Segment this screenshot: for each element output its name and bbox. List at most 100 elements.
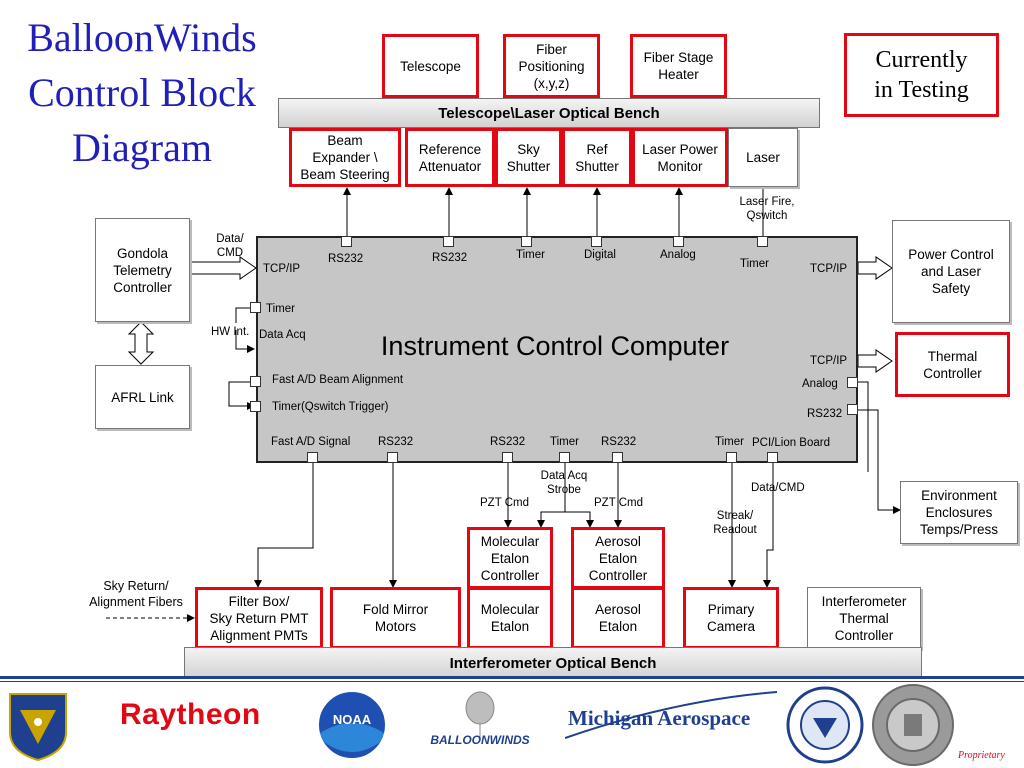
port-rs232-right xyxy=(847,404,858,415)
noaa-logo-icon: NOAA xyxy=(317,690,387,760)
label-timer-1: Timer xyxy=(516,249,545,261)
arrow-camera-data xyxy=(763,462,774,588)
label-timer-qswitch: Timer(Qswitch Trigger) xyxy=(272,401,389,413)
ref-shutter-box: Ref Shutter xyxy=(562,128,632,187)
port-digital xyxy=(591,236,602,247)
port-timer-b xyxy=(559,452,570,463)
gondola-telemetry-box: Gondola Telemetry Controller xyxy=(95,218,190,322)
reference-attenuator-box: Reference Attenuator xyxy=(405,128,495,187)
label-timer-b: Timer xyxy=(550,436,579,448)
port-rs232-b1 xyxy=(387,452,398,463)
port-timer-1 xyxy=(521,236,532,247)
beam-expander-box: Beam Expander \ Beam Steering xyxy=(289,128,401,187)
port-timer-2 xyxy=(757,236,768,247)
label-rs232-2: RS232 xyxy=(432,252,468,264)
line-hw-timer xyxy=(235,307,254,323)
port-fast-ad-beam xyxy=(250,376,261,387)
label-rs232-b2: RS232 xyxy=(490,436,526,448)
label-timer-2: Timer xyxy=(740,258,769,270)
environment-box: Environment Enclosures Temps/Press xyxy=(900,481,1018,544)
instrument-control-computer xyxy=(256,236,858,463)
port-rs232-2 xyxy=(443,236,454,247)
telescope-box: Telescope xyxy=(382,34,479,98)
testing-legend: Currently in Testing xyxy=(844,33,999,117)
afrl-link-box: AFRL Link xyxy=(95,365,190,429)
label-digital: Digital xyxy=(584,249,616,261)
port-rs232-b3 xyxy=(612,452,623,463)
data-acq-strobe-label: Data Acq Strobe xyxy=(540,470,588,496)
data-cmd-label: Data/ CMD xyxy=(216,233,244,259)
label-analog-top: Analog xyxy=(660,249,696,261)
thermal-tcpip-arrow xyxy=(857,349,893,373)
primary-camera-box: Primary Camera xyxy=(683,587,779,649)
laser-fire-label: Laser Fire, Qswitch xyxy=(739,196,795,222)
telescope-laser-bench: Telescope\Laser Optical Bench xyxy=(278,98,820,128)
diagram-title: BalloonWinds Control Block Diagram xyxy=(27,15,257,170)
balloonwinds-logo-icon: BALLOONWINDS xyxy=(430,691,530,747)
arrow-qswitch xyxy=(228,381,256,410)
port-rs232-b2 xyxy=(502,452,513,463)
molecular-etalon-controller-box: Molecular Etalon Controller xyxy=(467,527,553,589)
sky-return-label: Sky Return/ Alignment Fibers xyxy=(89,579,183,609)
arrow-filter-box xyxy=(254,462,314,588)
port-timer-left xyxy=(250,302,261,313)
arrow-strobe-right xyxy=(565,511,594,528)
power-tcpip-arrow xyxy=(857,256,893,280)
port-analog-top xyxy=(673,236,684,247)
thermal-controller-box: Thermal Controller xyxy=(895,332,1010,397)
label-fast-ad-beam: Fast A/D Beam Alignment xyxy=(272,374,404,386)
label-fast-ad-signal: Fast A/D Signal xyxy=(271,436,351,448)
port-analog-right xyxy=(847,377,858,388)
computer-title: Instrument Control Computer xyxy=(380,331,730,361)
power-control-box: Power Control and Laser Safety xyxy=(892,220,1010,323)
molecular-etalon-box: Molecular Etalon xyxy=(467,587,553,649)
port-pci-lion xyxy=(767,452,778,463)
port-rs232-1 xyxy=(341,236,352,247)
arrow-environment xyxy=(858,409,901,514)
label-rs232-b1: RS232 xyxy=(378,436,414,448)
interferometer-thermal-box: Interferometer Thermal Controller xyxy=(807,587,921,649)
raytheon-logo: Raytheon xyxy=(120,698,261,731)
noaa-logo-text: NOAA xyxy=(333,712,372,727)
laser-power-monitor-box: Laser Power Monitor xyxy=(632,128,728,187)
port-timer-b2 xyxy=(726,452,737,463)
arrow-strobe-left xyxy=(537,462,566,528)
label-rs232-1: RS232 xyxy=(328,253,364,265)
proprietary-label: Proprietary xyxy=(958,750,1005,761)
afrl-shield-icon xyxy=(9,693,67,762)
label-tcpip-right-mid: TCP/IP xyxy=(810,355,848,367)
label-timer-b2: Timer xyxy=(715,436,744,448)
arrow-hw-dataacq xyxy=(235,330,255,353)
label-rs232-b3: RS232 xyxy=(601,436,637,448)
streak-readout-label: Streak/ Readout xyxy=(713,510,757,536)
fiber-positioning-box: Fiber Positioning (x,y,z) xyxy=(503,34,600,98)
label-analog-right: Analog xyxy=(802,378,838,390)
balloonwinds-logo-text: BALLOONWINDS xyxy=(430,733,529,747)
label-rs232-right: RS232 xyxy=(807,408,843,420)
pzt-cmd-1-label: PZT Cmd xyxy=(480,497,529,509)
fold-mirror-box: Fold Mirror Motors xyxy=(330,587,461,649)
interferometer-bench: Interferometer Optical Bench xyxy=(184,647,922,679)
unh-seal-icon xyxy=(786,686,864,764)
gondola-afrl-link-arrow xyxy=(127,321,155,365)
hw-int-label: HW Int. xyxy=(211,326,250,338)
port-fast-ad-signal xyxy=(307,452,318,463)
sky-shutter-box: Sky Shutter xyxy=(495,128,562,187)
label-data-acq-left: Data Acq xyxy=(259,329,306,341)
hawaii-seal-icon xyxy=(872,684,954,766)
footer-rule xyxy=(0,676,1024,679)
label-tcpip-right-top: TCP/IP xyxy=(810,263,848,275)
aerosol-etalon-controller-box: Aerosol Etalon Controller xyxy=(571,527,665,589)
michigan-swoosh-icon xyxy=(565,691,778,739)
port-qswitch xyxy=(250,401,261,412)
laser-box: Laser xyxy=(728,128,798,187)
line-analog-right xyxy=(858,381,869,472)
data-cmd-bottom-label: Data/CMD xyxy=(751,482,805,494)
fiber-stage-heater-box: Fiber Stage Heater xyxy=(630,34,727,98)
aerosol-etalon-box: Aerosol Etalon xyxy=(571,587,665,649)
label-timer-left: Timer xyxy=(266,303,295,315)
gondola-tcpip-arrow xyxy=(189,256,257,280)
pzt-cmd-2-label: PZT Cmd xyxy=(594,497,643,509)
footer-rule-thin xyxy=(0,681,1024,682)
